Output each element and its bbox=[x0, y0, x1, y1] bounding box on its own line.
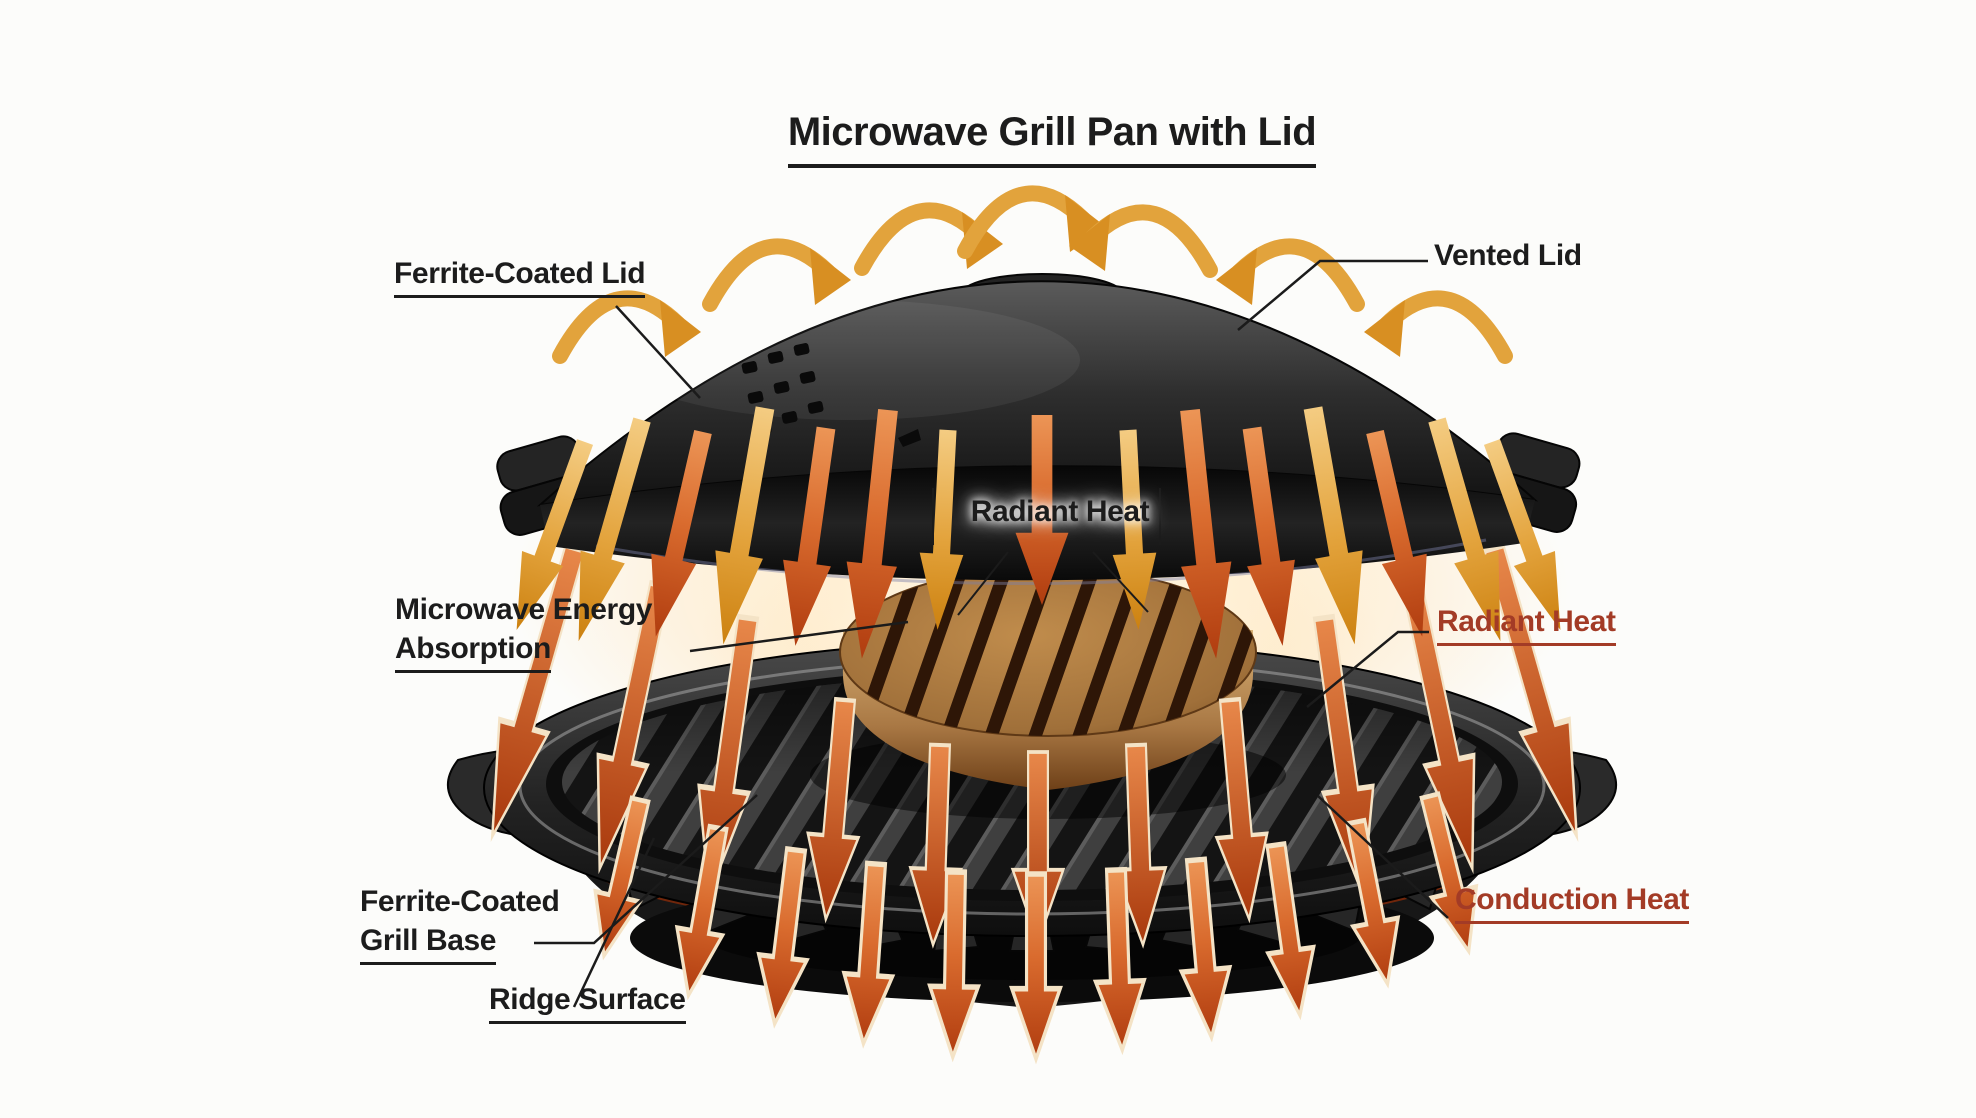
label-ridge-surface: Ridge Surface bbox=[489, 984, 686, 1024]
label-microwave-energy-line2: Absorption bbox=[395, 633, 551, 673]
page-title-text: Microwave Grill Pan with Lid bbox=[787, 110, 1317, 168]
label-conduction-heat: Conduction Heat bbox=[1455, 884, 1689, 924]
arc-arrow-icon bbox=[1216, 246, 1357, 305]
leader-microwave-energy bbox=[689, 620, 909, 653]
leader-radiant-center bbox=[1092, 551, 1149, 613]
page-title: Microwave Grill Pan with Lid bbox=[740, 110, 1364, 168]
leader-ferrite-base bbox=[534, 794, 758, 945]
label-radiant-heat-right: Radiant Heat bbox=[1437, 606, 1616, 646]
label-ferrite-base-line1: Ferrite-Coated bbox=[360, 885, 560, 918]
lid-vents bbox=[741, 343, 921, 447]
leader-ferrite-lid bbox=[615, 305, 701, 399]
leader-ridge-surface bbox=[572, 837, 656, 1008]
leader-radiant-right bbox=[1306, 630, 1429, 708]
label-ferrite-coated-lid: Ferrite-Coated Lid bbox=[394, 258, 646, 298]
arc-arrow-icon bbox=[1364, 298, 1505, 357]
leader-radiant-center bbox=[957, 551, 1009, 616]
label-microwave-energy-line1: Microwave Energy bbox=[395, 593, 653, 626]
label-radiant-heat-center: Radiant Heat bbox=[970, 495, 1150, 528]
label-ferrite-base-line2: Grill Base bbox=[360, 925, 496, 965]
label-vented-lid: Vented Lid bbox=[1434, 239, 1582, 272]
leader-lines bbox=[534, 259, 1449, 1008]
arc-arrow-icon bbox=[710, 246, 851, 305]
leader-conduction bbox=[1317, 795, 1449, 919]
lid-specular bbox=[620, 300, 1080, 420]
leader-vented-lid bbox=[1237, 259, 1428, 331]
